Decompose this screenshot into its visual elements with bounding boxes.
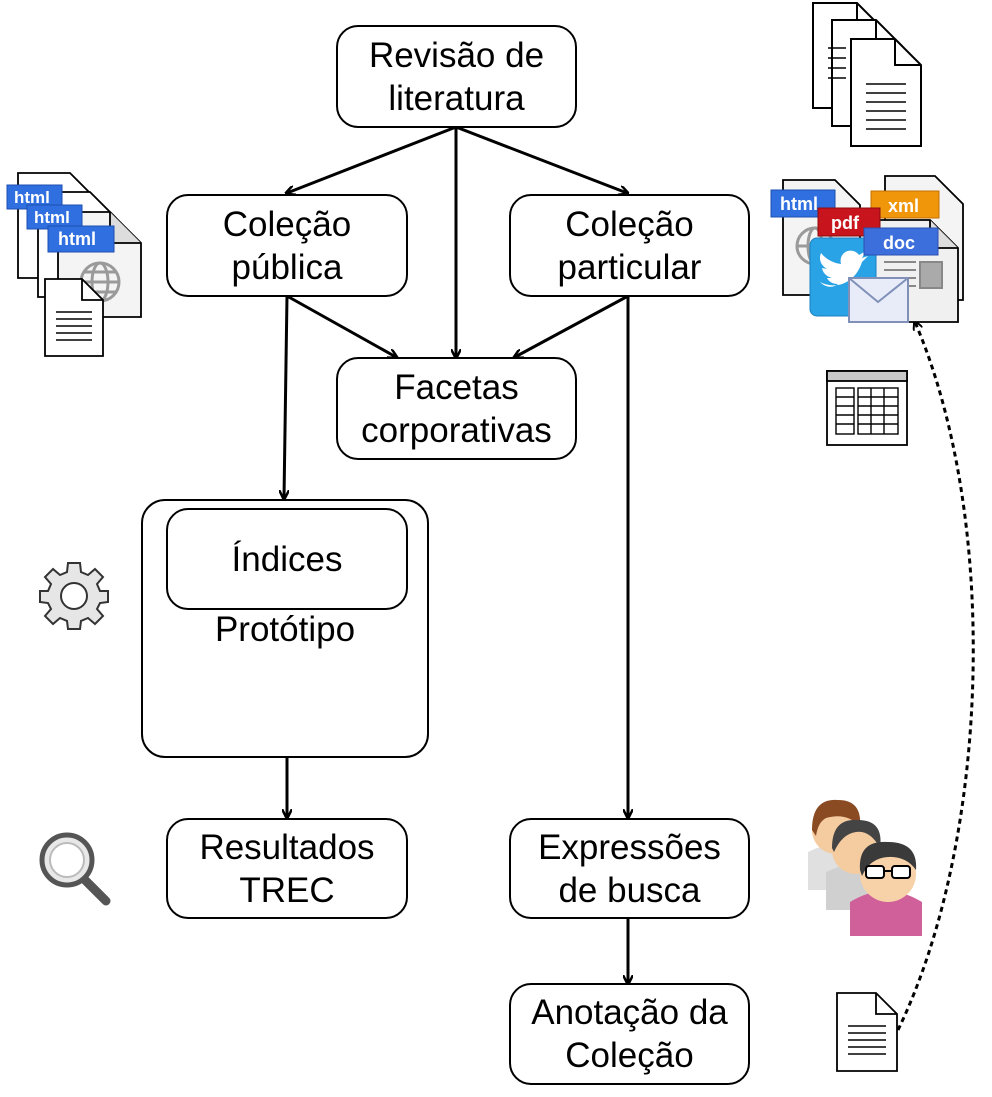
node-revisao-literatura: Revisão de literatura — [336, 25, 577, 128]
node-facetas-corporativas: Facetas corporativas — [336, 357, 577, 460]
node-expressoes-busca: Expressões de busca — [509, 818, 750, 919]
arrow-publica-to-prototipo — [284, 295, 287, 498]
arrow-particular-to-facetas — [515, 294, 629, 357]
gear-icon — [39, 562, 109, 630]
arrow-publica-to-facetas — [286, 294, 396, 357]
spreadsheet-icon — [826, 370, 908, 446]
magnifier-icon — [39, 832, 111, 906]
node-indices: Índices — [166, 508, 408, 610]
arrow-doc-to-collection-dashed — [896, 322, 975, 1031]
prototipo-label: Protótipo — [214, 610, 356, 649]
document-stack-icon — [812, 2, 922, 147]
svg-text:html: html — [34, 208, 70, 227]
node-resultados-trec: Resultados TREC — [166, 818, 408, 919]
arrow-revisao-to-particular — [455, 125, 627, 193]
annotation-document-icon — [836, 992, 898, 1072]
arrow-revisao-to-publica — [287, 125, 457, 193]
svg-text:html: html — [780, 194, 818, 214]
svg-text:html: html — [14, 188, 50, 207]
mixed-files-icon: html xml pdf doc — [770, 175, 964, 323]
svg-text:doc: doc — [883, 233, 915, 253]
svg-text:xml: xml — [888, 196, 919, 216]
envelope-icon — [848, 277, 909, 323]
globe-icon — [79, 261, 121, 303]
node-anotacao-colecao: Anotação da Coleção — [509, 983, 750, 1085]
svg-text:pdf: pdf — [831, 213, 860, 233]
node-colecao-publica: Coleção pública — [166, 194, 408, 297]
people-icon — [808, 799, 922, 936]
svg-text:html: html — [58, 229, 96, 249]
node-colecao-particular: Coleção particular — [509, 194, 750, 297]
html-files-icon: html html html — [6, 172, 142, 357]
